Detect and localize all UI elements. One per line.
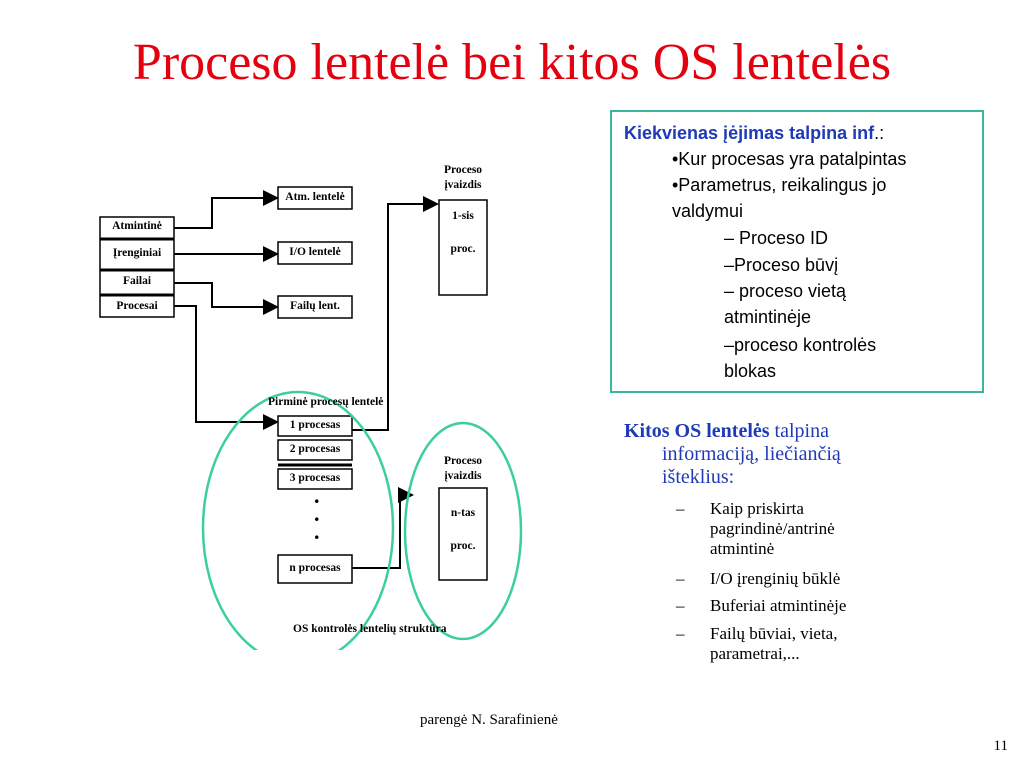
io-table-box [277,241,353,265]
resource-item: I/O įrenginių būklė [710,569,841,588]
process-image-2-box [438,487,488,581]
info-box-heading-bold: Kiekvienas įėjimas talpina inf [624,123,875,143]
resource-item-cont: parametrai,... [710,644,800,663]
highlight-circle-process-image [403,421,523,641]
left-table-stack [99,216,175,318]
process-image-1-item: proc. [450,243,476,255]
process-image-1-item: 1-sis [452,210,474,222]
process-image-2-item: proc. [450,540,476,552]
info-bullet: •Parametrus, reikalingus jo [672,175,887,195]
process-row-label: 1 procesas [289,419,341,431]
left-table-label: Procesai [116,300,158,312]
process-image-2-title: įvaizdis [444,470,482,482]
process-row-n [277,554,353,584]
other-os-tables-section: Kitos OS lentelės talpina informaciją, l… [624,420,1004,489]
process-image-1-box [438,199,488,296]
ellipsis-dot: . [314,501,320,526]
ellipsis-dot: . [314,519,320,544]
left-table-label: Įrenginiai [112,247,162,259]
process-row-label: n procesas [289,562,341,574]
highlight-circle-primary-table [201,390,395,650]
other-tables-heading-rest: talpina [769,420,829,442]
list-dash: – [676,624,685,643]
diagram-lines [99,186,523,650]
file-table-label: Failų lent. [290,300,340,312]
left-table-label: Failai [122,275,152,287]
info-sub-item: –proceso kontrolės [724,335,877,355]
other-tables-heading: Kitos OS lentelės talpina [624,420,1004,443]
process-row-label: 2 procesas [289,443,341,455]
slide-footer: parengė N. Sarafinienė [420,712,558,728]
resource-item: Buferiai atmintinėje [710,596,847,615]
other-tables-heading-cont: išteklius: [662,466,735,488]
info-sub-item-cont: atmintinėje [724,307,812,327]
file-table-box [277,295,353,319]
info-sub-item-cont: blokas [724,361,777,381]
mem-table-box [277,186,353,210]
process-image-1-title: Proceso [443,164,483,176]
other-tables-heading-cont: informaciją, liečiančią [662,443,841,465]
info-sub-item: –Proceso būvį [724,255,839,275]
io-table-label: I/O lentelė [289,246,341,258]
list-dash: – [676,596,685,615]
process-row-2 [277,439,353,461]
process-image-2-title: Proceso [443,455,483,467]
process-row-1 [277,415,353,437]
os-control-tables-diagram: Atmintinė Įrenginiai Failai Procesai Atm… [90,150,550,650]
info-box-heading-rest: .: [874,123,885,143]
resource-item-cont: pagrindinė/antrinė [710,519,835,538]
info-bullet-cont: valdymui [672,201,744,221]
resource-item-cont: atmintinė [710,539,775,558]
info-bullet: •Kur procesas yra patalpintas [672,149,907,169]
diagram-caption: OS kontrolės lentelių struktūra [293,623,447,635]
resource-item: Failų būviai, vieta, [710,624,838,643]
left-table-label: Atmintinė [112,220,162,232]
process-row-3 [277,468,353,490]
info-sub-item: – Proceso ID [724,228,829,248]
slide-title: Proceso lentelė bei kitos OS lentelės [132,34,892,91]
resource-item: Kaip priskirta [710,499,804,518]
table-entry-info-box: Kiekvienas įėjimas talpina inf.: •Kur pr… [610,110,984,393]
process-row-label: 3 procesas [289,472,341,484]
list-dash: – [676,569,685,588]
info-box-heading: Kiekvienas įėjimas talpina inf.: [624,120,884,146]
primary-process-table-label: Pirminė procesų lentelė [268,396,384,408]
ellipsis-dot: . [314,483,320,508]
info-sub-item: – proceso vietą [724,281,847,301]
mem-table-label: Atm. lentelė [285,191,345,203]
other-tables-heading-bold: Kitos OS lentelės [624,420,770,442]
process-image-1-title: įvaizdis [444,179,482,191]
list-dash: – [676,499,685,518]
process-image-2-item: n-tas [450,507,476,519]
page-number: 11 [993,738,1008,754]
